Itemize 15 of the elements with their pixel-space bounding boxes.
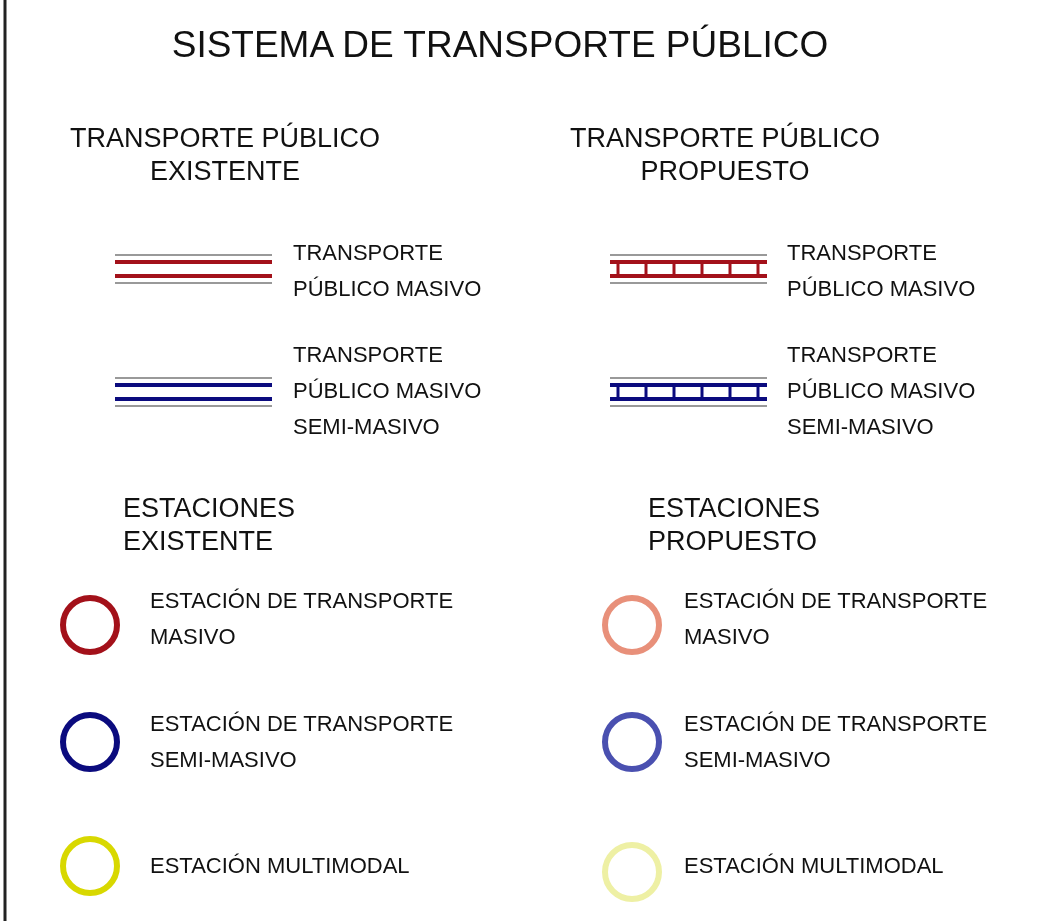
section-heading: ESTACIONES PROPUESTO <box>648 492 822 558</box>
section-heading: ESTACIONES EXISTENTE <box>123 492 297 558</box>
section-heading: TRANSPORTE PÚBLICO EXISTENTE <box>68 122 382 188</box>
legend-label: ESTACIÓN DE TRANSPORTE SEMI-MASIVO <box>150 710 455 774</box>
legend-label: TRANSPORTE PÚBLICO MASIVO SEMI-MASIVO <box>787 341 977 441</box>
legend-label: ESTACIÓN MULTIMODAL <box>150 852 411 880</box>
title: SISTEMA DE TRANSPORTE PÚBLICO <box>170 24 830 66</box>
legend-label: ESTACIÓN MULTIMODAL <box>684 852 945 880</box>
section-heading: TRANSPORTE PÚBLICO PROPUESTO <box>568 122 882 188</box>
legend-label: ESTACIÓN DE TRANSPORTE SEMI-MASIVO <box>684 710 989 774</box>
legend-label: TRANSPORTE PÚBLICO MASIVO <box>787 239 977 303</box>
legend-label: TRANSPORTE PÚBLICO MASIVO <box>293 239 483 303</box>
legend-label: TRANSPORTE PÚBLICO MASIVO SEMI-MASIVO <box>293 341 483 441</box>
legend-label: ESTACIÓN DE TRANSPORTE MASIVO <box>684 587 989 651</box>
legend-label: ESTACIÓN DE TRANSPORTE MASIVO <box>150 587 455 651</box>
